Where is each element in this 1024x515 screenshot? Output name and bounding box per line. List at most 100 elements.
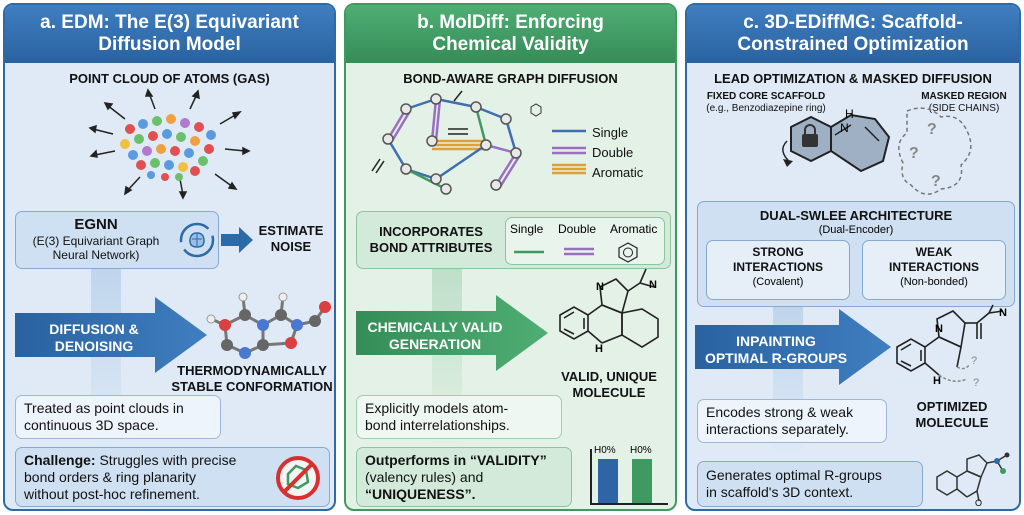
panel-c-title: c. 3D-EDiffMG: Scaffold-Constrained Opti… [687,5,1019,63]
estimate-arrow [221,227,253,253]
scaffold-graphic [782,107,972,195]
opt-atom-n1: N [935,323,943,335]
generates-box: Generates optimal R-groups in scaffold's… [697,461,923,507]
egnn-box: EGNN (E(3) Equivariant Graph Neural Netw… [15,211,219,269]
diffusion-label: DIFFUSION & DENOISING [19,321,169,355]
legend-single: Single [592,125,629,140]
inpainting-arrow [695,309,891,385]
note-line1: Treated as point clouds in [24,400,184,416]
masked-q2: ? [909,145,919,162]
core-line1: FIXED CORE SCAFFOLD [706,91,826,102]
bond-aware-label: BOND-AWARE GRAPH DIFFUSION [403,71,618,86]
bar-label-1: H0% [594,445,616,456]
dual-architecture-box: DUAL-SWLEE ARCHITECTURE (Dual-Encoder) S… [697,201,1015,307]
bond-single-label: Single [510,222,544,236]
weak-line2: INTERACTIONS [889,260,979,274]
bar-2 [632,459,652,503]
encodes-note: Encodes strong & weak interactions separ… [697,399,887,443]
strong-interactions-box: STRONG INTERACTIONS (Covalent) [706,240,850,300]
valid-atom-h: H [595,343,603,355]
stable-line1: THERMODYNAMICALLY [177,363,327,378]
opt-atom-h: H [933,375,941,387]
fixed-core-label: FIXED CORE SCAFFOLD (e.g., Benzodiazepin… [691,91,841,115]
cloud-arrows [88,88,251,200]
bond-legend: Single Double Aromatic [592,123,643,183]
mini-atom-o: O [975,498,983,508]
lead-optimization-label: LEAD OPTIMIZATION & MASKED DIFFUSION [714,71,992,86]
panel-c-title-line1: c. 3D-EDiffMG: Scaffold- [743,12,963,33]
opt-line2: MOLECULE [915,415,989,430]
masked-q1: ? [927,121,937,138]
point-cloud-note: Treated as point clouds in continuous 3D… [15,395,221,439]
optimized-molecule-structure [896,304,1004,382]
outperforms-line1: Outperforms in “VALIDITY” [365,452,547,468]
egnn-description: (E(3) Equivariant Graph Neural Network) [16,234,176,262]
gen-line2: in scaffold's 3D context. [706,484,854,500]
valid-molecule-structure [559,268,659,348]
generation-line1: CHEMICALLY VALID [367,319,503,335]
challenge-text2: bond orders & ring planarity [24,469,196,485]
opt-atom-n2: N [999,307,1007,319]
bond-graph-graphic [371,90,542,195]
masked-q3: ? [931,173,941,190]
panel-c-title-line2: Constrained Optimization [737,34,969,55]
bond-double-label: Double [558,222,597,236]
challenge-label: Challenge: [24,452,96,468]
bond-type-icons [514,242,638,263]
bar-axis-y [590,449,592,505]
challenge-text3: without post-hoc refinement. [24,486,200,502]
diffusion-line2: DENOISING [54,338,134,354]
bar-1 [598,459,618,503]
moldiff-note-line1: Explicitly models atom- [365,400,509,416]
enc-line2: interactions separately. [706,421,849,437]
outperforms-line2: (valency rules) and [365,469,484,485]
strong-line1: STRONG [752,245,804,259]
diffusion-line1: DIFFUSION & [49,321,139,337]
valid-atom-n2: N [649,279,657,291]
incorporates-line1: INCORPORATES [379,224,483,239]
cloud-atoms [120,114,216,181]
dual-title: DUAL-SWLEE ARCHITECTURE [759,208,953,223]
valid-atom-n1: N [596,281,604,293]
legend-aromatic: Aromatic [592,165,644,180]
bar-axis-x [590,503,668,505]
point-cloud-graphic [88,88,251,200]
opt-line1: OPTIMIZED [916,399,988,414]
incorporates-label: INCORPORATES BOND ATTRIBUTES [363,224,499,256]
stable-conformation-label: THERMODYNAMICALLY STABLE CONFORMATION [163,363,334,395]
legend-double: Double [592,145,634,160]
bar-label-2: H0% [630,445,652,456]
valid-line2: MOLECULE [572,385,646,400]
core-line2: (e.g., Benzodiazepine ring) [706,103,826,114]
scaffold-atom-n: N [840,121,849,135]
panel-b-title-line2: Chemical Validity [432,34,589,55]
weak-line1: WEAK [915,245,953,259]
point-cloud-label: POINT CLOUD OF ATOMS (GAS) [69,71,270,86]
valid-molecule-label: VALID, UNIQUE MOLECULE [542,369,675,401]
inpainting-line1: INPAINTING [736,333,816,349]
strong-line3: (Covalent) [752,276,804,288]
estimate-line1: ESTIMATE [258,223,324,238]
enc-line1: Encodes strong & weak [706,404,854,420]
strong-line2: INTERACTIONS [733,260,823,274]
prohibited-ring-icon [276,456,320,500]
generation-line2: GENERATION [388,336,482,352]
egnn-desc-line1: (E(3) Equivariant Graph [32,234,160,248]
valid-line1: VALID, UNIQUE [561,369,657,384]
egnn-desc-line2: Neural Network) [52,248,140,262]
brain-cycle-icon [179,222,215,258]
panel-b-title-line1: b. MolDiff: Enforcing [417,12,604,33]
inpainting-label: INPAINTING OPTIMAL R-GROUPS [693,333,859,367]
masked-line2: (SIDE CHAINS) [928,103,1000,114]
panel-a-title-line2: Diffusion Model [98,34,241,55]
note-line2: continuous 3D space. [24,417,159,433]
scaffold-atom-h: H [845,107,854,121]
stable-molecule-graphic [206,292,331,359]
generation-label: CHEMICALLY VALID GENERATION [360,319,510,353]
incorporates-box: INCORPORATES BOND ATTRIBUTES Single Doub… [356,211,671,269]
generation-arrow [356,295,548,371]
challenge-text1: Struggles with precise [95,452,237,468]
moldiff-note: Explicitly models atom- bond interrelati… [356,395,562,439]
